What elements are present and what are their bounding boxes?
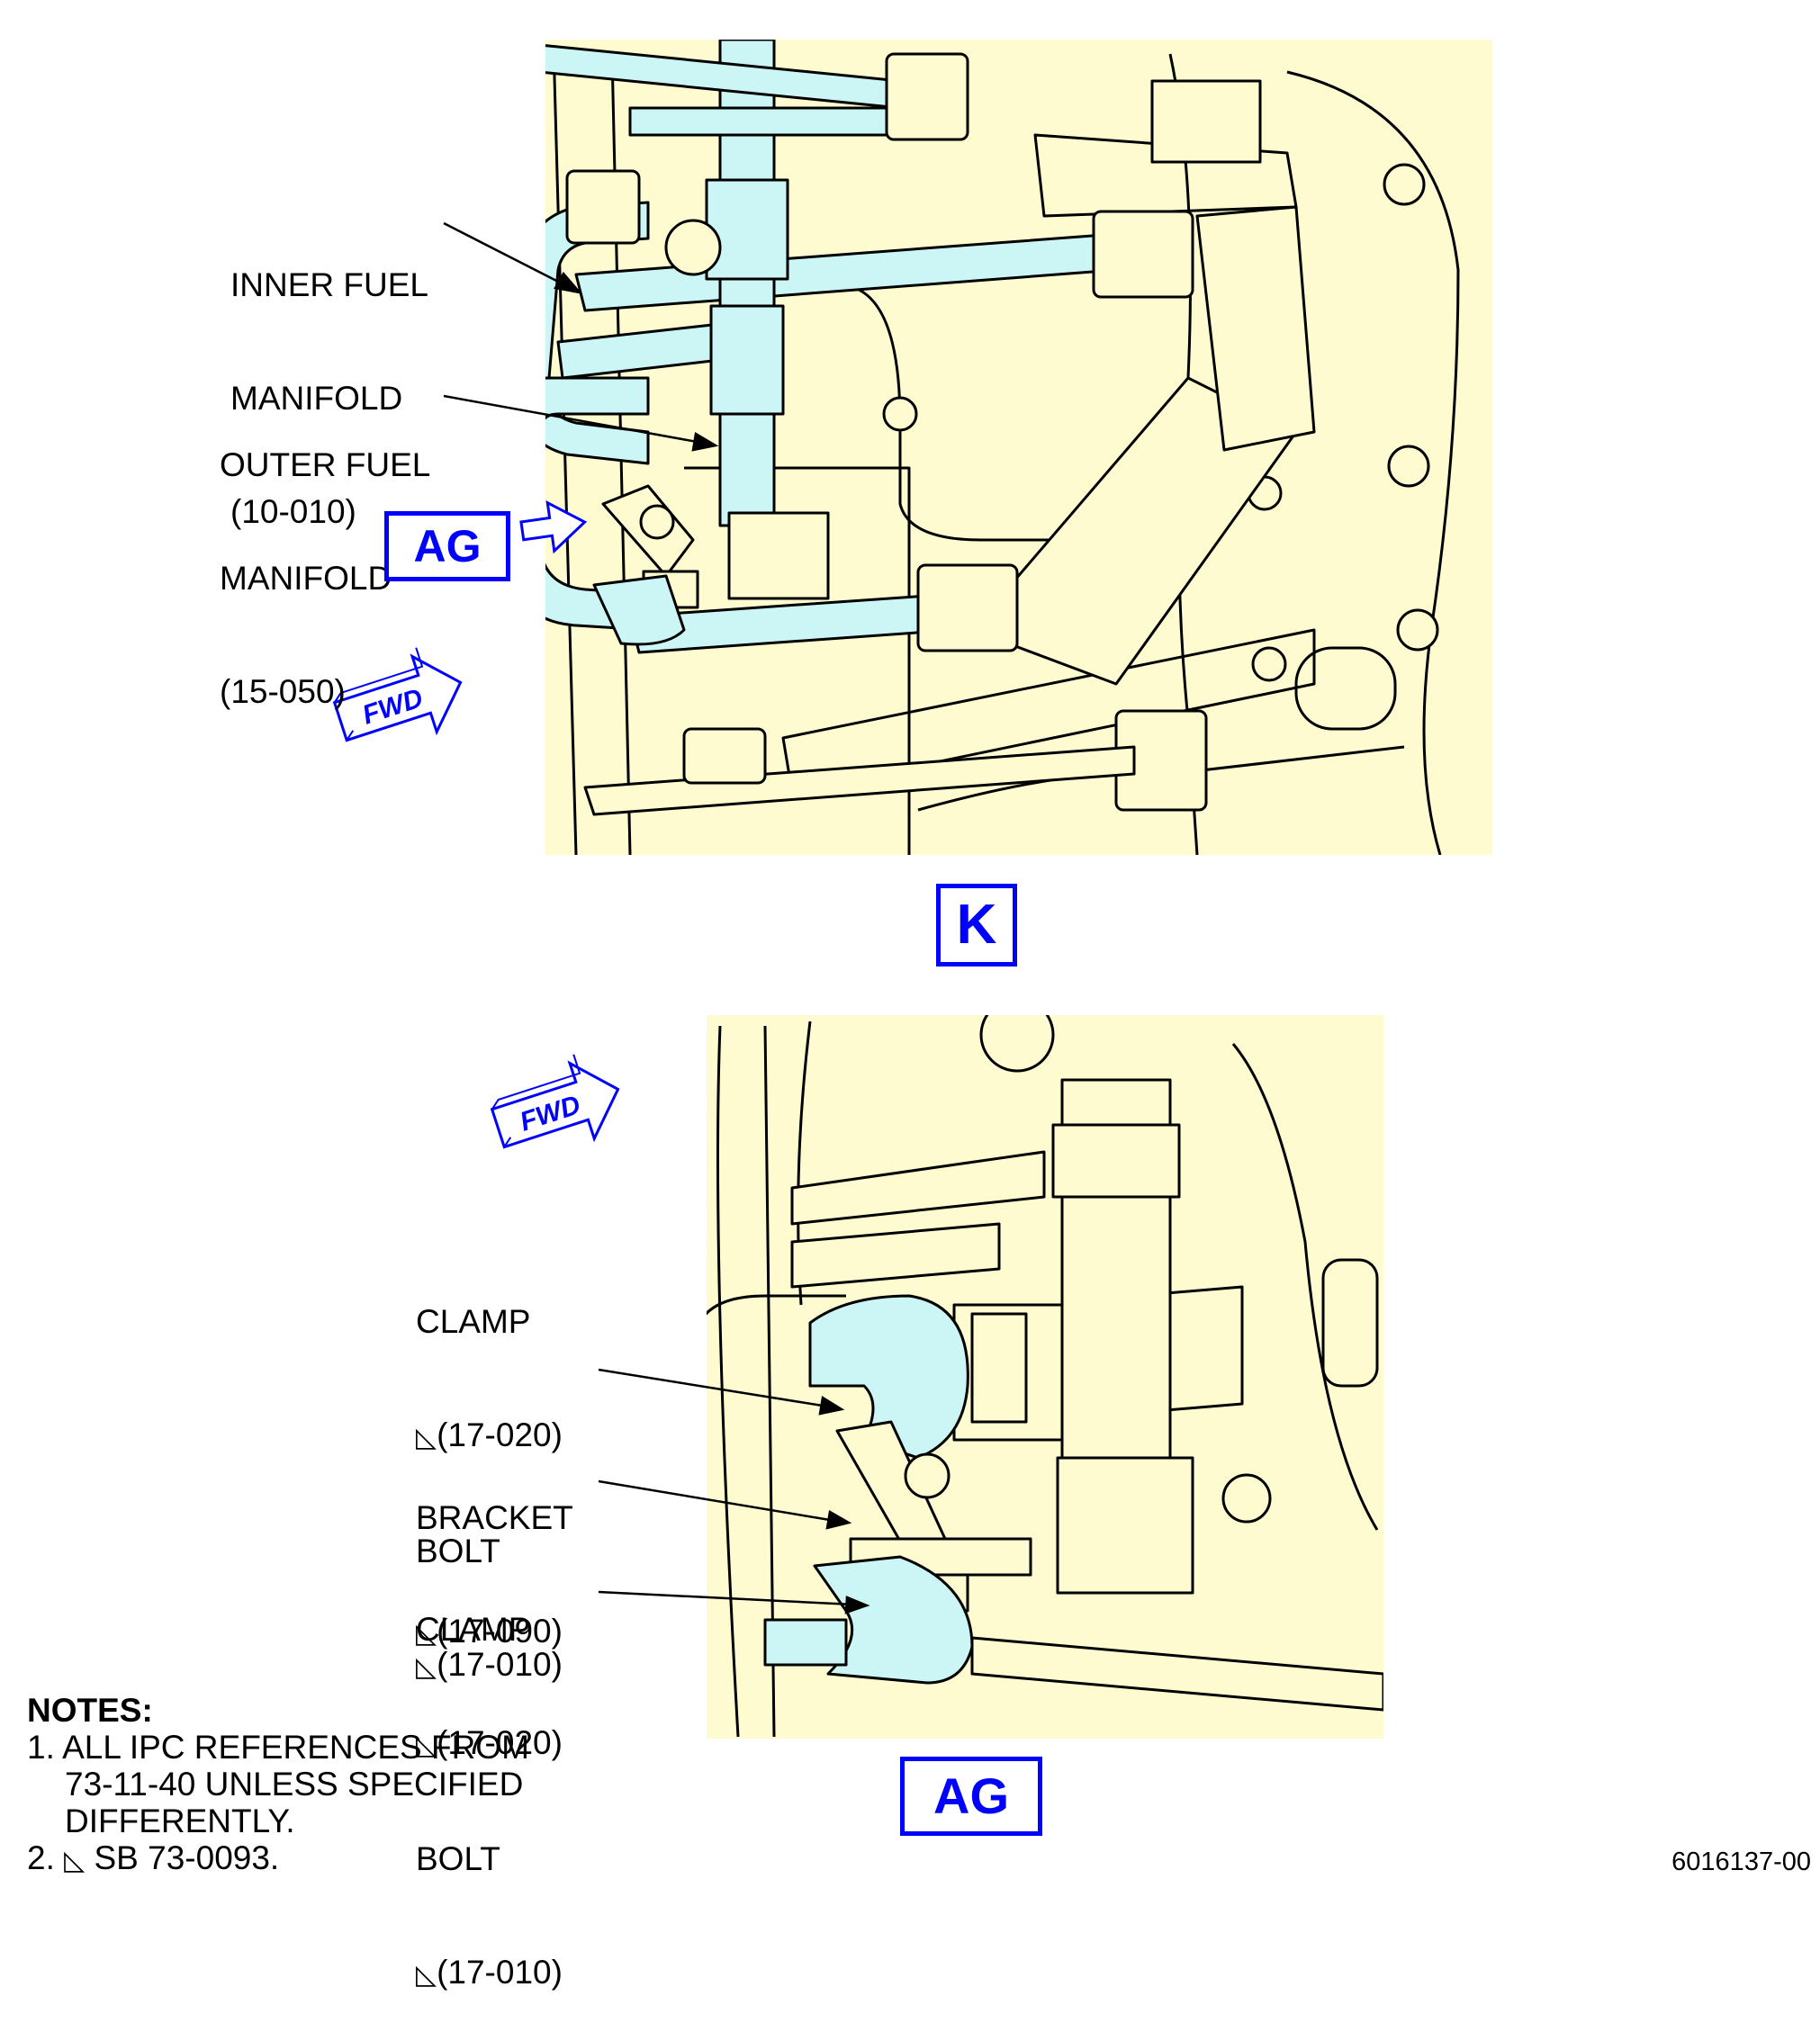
callout-clamp-bolt-upper: CLAMP ◺(17-020) BOLT ◺(17-010) bbox=[416, 1227, 563, 1724]
note-1-line3: DIFFERENTLY. bbox=[65, 1803, 295, 1839]
note-2: 2. ◺ SB 73-0093. bbox=[27, 1839, 280, 1876]
view-ag-leaders bbox=[598, 1368, 870, 1614]
callout-bracket: BRACKET ◺(17-090) bbox=[416, 1424, 573, 1691]
triangle-flag-icon: ◺ bbox=[416, 1959, 437, 1991]
callout-name-line2: MANIFOLD bbox=[230, 380, 403, 417]
view-title-ag: AG bbox=[900, 1757, 1042, 1836]
view-title-k: K bbox=[936, 884, 1017, 967]
fwd-arrow-ag: FWD bbox=[490, 1054, 620, 1149]
callout-outer-fuel-manifold: OUTER FUEL MANIFOLD (15-050) bbox=[220, 371, 430, 749]
callout-ref: (17-090) bbox=[437, 1613, 563, 1650]
note-1: 1. ALL IPC REFERENCES FROM bbox=[27, 1729, 529, 1766]
view-k-drawing bbox=[545, 40, 1492, 855]
note-1-line2: 73-11-40 UNLESS SPECIFIED bbox=[65, 1766, 524, 1803]
callout-ref: (15-050) bbox=[220, 673, 346, 710]
callout-ref: (17-020) bbox=[437, 1416, 563, 1453]
triangle-flag-icon: ◺ bbox=[416, 1651, 437, 1683]
doc-number: 6016137-00 bbox=[1671, 1848, 1811, 1876]
view-ag-drawing bbox=[707, 1015, 1383, 1739]
callout-ref: (10-010) bbox=[230, 493, 356, 530]
callout-ref: (17-020) bbox=[437, 1724, 563, 1761]
callout-inner-fuel-manifold: INNER FUEL MANIFOLD (10-010) bbox=[230, 191, 428, 569]
triangle-flag-icon: ◺ bbox=[416, 1618, 437, 1650]
view-ref-ag: AG bbox=[384, 511, 510, 581]
view-k-leaders bbox=[443, 221, 719, 452]
callout-name: CLAMP bbox=[416, 1611, 531, 1648]
notes-title: NOTES: bbox=[27, 1692, 153, 1729]
callout-ref: (17-010) bbox=[437, 1646, 563, 1683]
callout-name: BRACKET bbox=[416, 1499, 573, 1536]
callout-name: BOLT bbox=[416, 1533, 500, 1569]
fwd-arrow-k: FWD bbox=[332, 647, 463, 742]
triangle-flag-icon: ◺ bbox=[64, 1845, 86, 1876]
callout-name-line2: MANIFOLD bbox=[220, 560, 392, 597]
callout-name: BOLT bbox=[416, 1840, 500, 1877]
callout-name: OUTER FUEL bbox=[220, 446, 431, 483]
triangle-flag-icon: ◺ bbox=[416, 1422, 437, 1453]
callout-name: CLAMP bbox=[416, 1303, 531, 1340]
illustration: FWD FWD bbox=[332, 40, 1492, 1739]
callout-ref: (17-010) bbox=[437, 1954, 563, 1991]
callout-name: INNER FUEL bbox=[230, 266, 428, 303]
view-direction-arrow bbox=[519, 500, 588, 554]
notes: NOTES: 1. ALL IPC REFERENCES FROM 73-11-… bbox=[27, 1692, 529, 1879]
triangle-flag-icon: ◺ bbox=[416, 1730, 437, 1761]
